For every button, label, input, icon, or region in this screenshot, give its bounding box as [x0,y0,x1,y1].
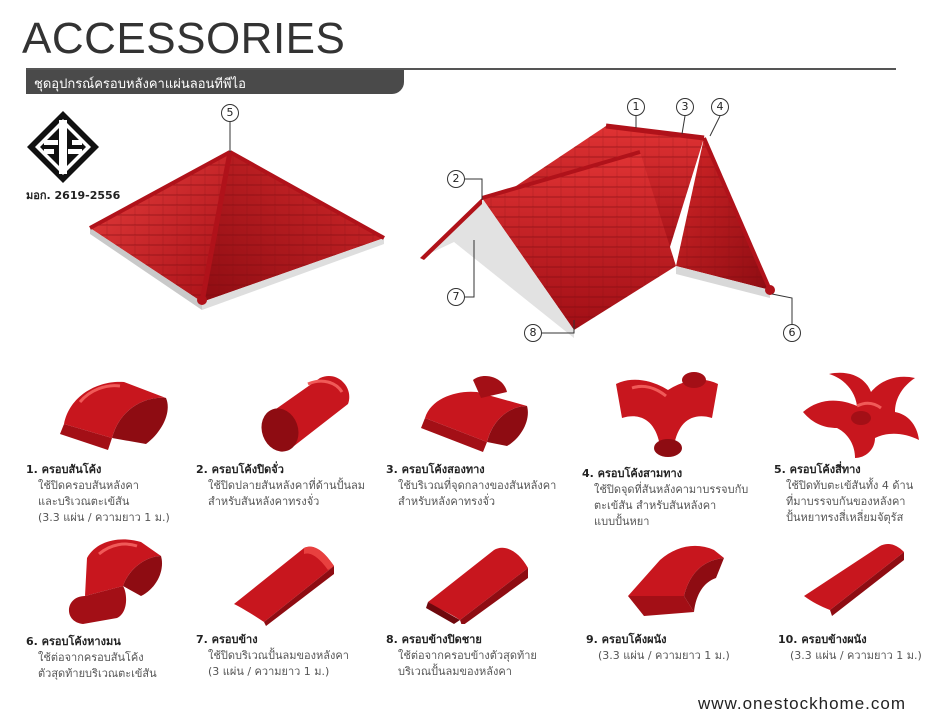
website-url: www.onestockhome.com [697,694,906,713]
page-title: ACCESSORIES [22,14,346,63]
product-caption-8: 8. ครอบข้างปิดชาย ใช้ต่อจากครอบข้างตัวสุ… [386,633,537,678]
product-caption-1: 1. ครอบสันโค้ง ใช้ปิดครอบสันหลังคา และบร… [26,463,170,524]
callout-1: 1 [627,98,645,116]
product-caption-2: 2. ครอบโค้งปิดจั่ว ใช้ปิดปลายสันหลังคาที… [196,463,366,508]
hip-roof-illustration [89,150,385,310]
four-way-ridge-icon [803,372,919,458]
complex-roof-illustration [420,123,775,338]
barge-end-cap-icon [426,547,528,624]
callout-2: 2 [447,170,465,188]
product-caption-10: 10. ครอบข้างผนัง (3.3 แผ่น / ความยาว 1 ม… [778,633,922,662]
page-subtitle: ชุดอุปกรณ์ครอบหลังคาแผ่นลอนทีพีไอ [34,77,246,92]
product-caption-9: 9. ครอบโค้งผนัง (3.3 แผ่น / ความยาว 1 ม.… [586,633,730,662]
callout-3: 3 [676,98,694,116]
product-caption-4: 4. ครอบโค้งสามทาง ใช้ปิดจุดที่สันหลังคาม… [582,467,749,528]
ridge-cap-icon [60,381,168,450]
wall-side-cap-icon [804,544,904,616]
two-way-ridge-icon [421,376,528,452]
callout-6: 6 [783,324,801,342]
product-caption-7: 7. ครอบข้าง ใช้ปิดบริเวณปั้นลมของหลังคา … [196,633,349,678]
callout-leaders [465,115,793,334]
callout-8: 8 [524,324,542,342]
rounded-end-cap-icon [68,539,163,624]
three-way-ridge-icon [616,372,718,457]
barge-cap-icon [234,546,334,626]
wall-ridge-cap-icon [628,545,724,616]
callout-5-leader [229,122,231,152]
gable-end-cap-icon [261,376,350,452]
tis-logo-icon [27,111,99,183]
callout-4: 4 [711,98,729,116]
subtitle-bar: ชุดอุปกรณ์ครอบหลังคาแผ่นลอนทีพีไอ [26,70,404,94]
header-rule [26,68,896,70]
product-caption-6: 6. ครอบโค้งหางมน ใช้ต่อจากครอบสันโค้ง ตั… [26,635,157,680]
product-caption-5: 5. ครอบโค้งสี่ทาง ใช้ปิดทับตะเข้สันทั้ง … [774,463,914,524]
product-caption-3: 3. ครอบโค้งสองทาง ใช้บริเวณที่จุดกลางของ… [386,463,557,508]
certification-label: มอก. 2619-2556 [26,189,121,202]
callout-5: 5 [221,104,239,122]
callout-7: 7 [447,288,465,306]
